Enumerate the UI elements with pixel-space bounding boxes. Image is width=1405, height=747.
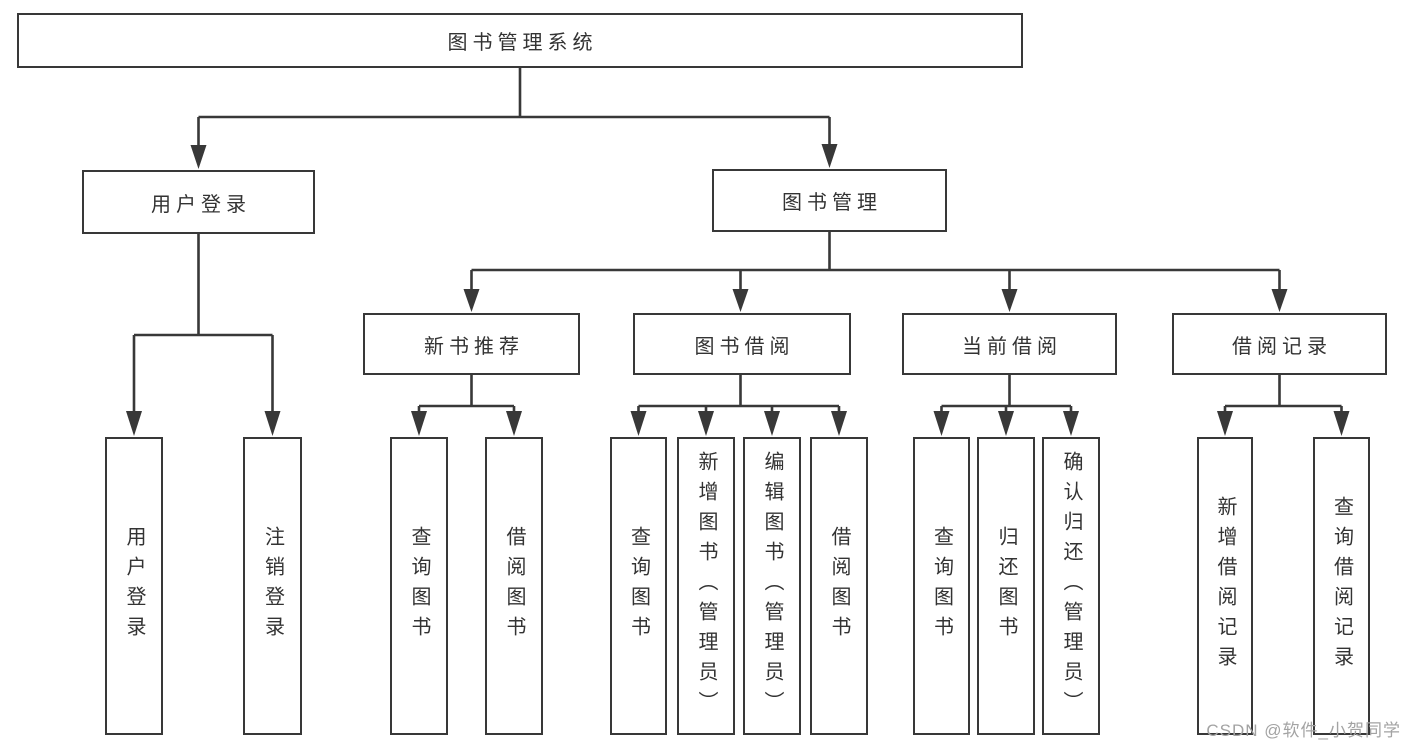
- node-label: 图书借阅: [694, 335, 795, 358]
- node-new-book-recommend: 新书推荐: [363, 313, 580, 375]
- node-label: 当前借阅: [962, 335, 1062, 358]
- leaf-label: 查询图书: [627, 526, 650, 646]
- node-current-borrowing: 当前借阅: [902, 313, 1117, 375]
- leaf-label: 查询图书: [930, 526, 953, 646]
- leaf-edit-books-admin: 编辑图书（管理员）: [743, 437, 801, 735]
- leaf-query-books-recommend: 查询图书: [390, 437, 448, 735]
- leaf-query-books-borrowing: 查询图书: [610, 437, 667, 735]
- leaf-user-login: 用户登录: [105, 437, 163, 735]
- node-label: 新书推荐: [424, 335, 524, 358]
- leaf-label: 归还图书: [995, 526, 1017, 646]
- node-label: 图书管理: [782, 192, 882, 214]
- leaf-label: 编辑图书（管理员）: [761, 451, 783, 721]
- node-book-management: 图书管理: [712, 169, 947, 232]
- leaf-label: 用户登录: [123, 526, 145, 646]
- leaf-query-borrow-record: 查询借阅记录: [1313, 437, 1370, 735]
- leaf-query-books-current: 查询图书: [913, 437, 970, 735]
- leaf-label: 注销登录: [261, 526, 284, 646]
- node-label: 用户登录: [151, 193, 251, 216]
- node-borrowing-records: 借阅记录: [1172, 313, 1387, 375]
- node-label: 图书管理系统: [447, 32, 598, 54]
- leaf-label: 确认归还（管理员）: [1060, 451, 1082, 721]
- leaf-logout: 注销登录: [243, 437, 302, 735]
- node-user-login: 用户登录: [82, 170, 315, 234]
- leaf-label: 新增图书（管理员）: [695, 451, 717, 721]
- leaf-confirm-return-admin: 确认归还（管理员）: [1042, 437, 1100, 735]
- leaf-borrow-books: 借阅图书: [810, 437, 868, 735]
- leaf-label: 借阅图书: [503, 526, 525, 646]
- node-label: 借阅记录: [1232, 335, 1332, 358]
- leaf-label: 查询借阅记录: [1330, 496, 1353, 676]
- leaf-borrow-books-recommend: 借阅图书: [485, 437, 543, 735]
- leaf-label: 借阅图书: [828, 526, 850, 646]
- node-book-borrowing: 图书借阅: [633, 313, 851, 375]
- leaf-label: 新增借阅记录: [1214, 496, 1236, 676]
- csdn-watermark: CSDN @软件_小贺同学: [1206, 721, 1401, 740]
- leaf-add-books-admin: 新增图书（管理员）: [677, 437, 735, 735]
- leaf-label: 查询图书: [408, 526, 430, 646]
- leaf-return-books: 归还图书: [977, 437, 1035, 735]
- node-root-system: 图书管理系统: [17, 13, 1023, 68]
- leaf-add-borrow-record: 新增借阅记录: [1197, 437, 1253, 735]
